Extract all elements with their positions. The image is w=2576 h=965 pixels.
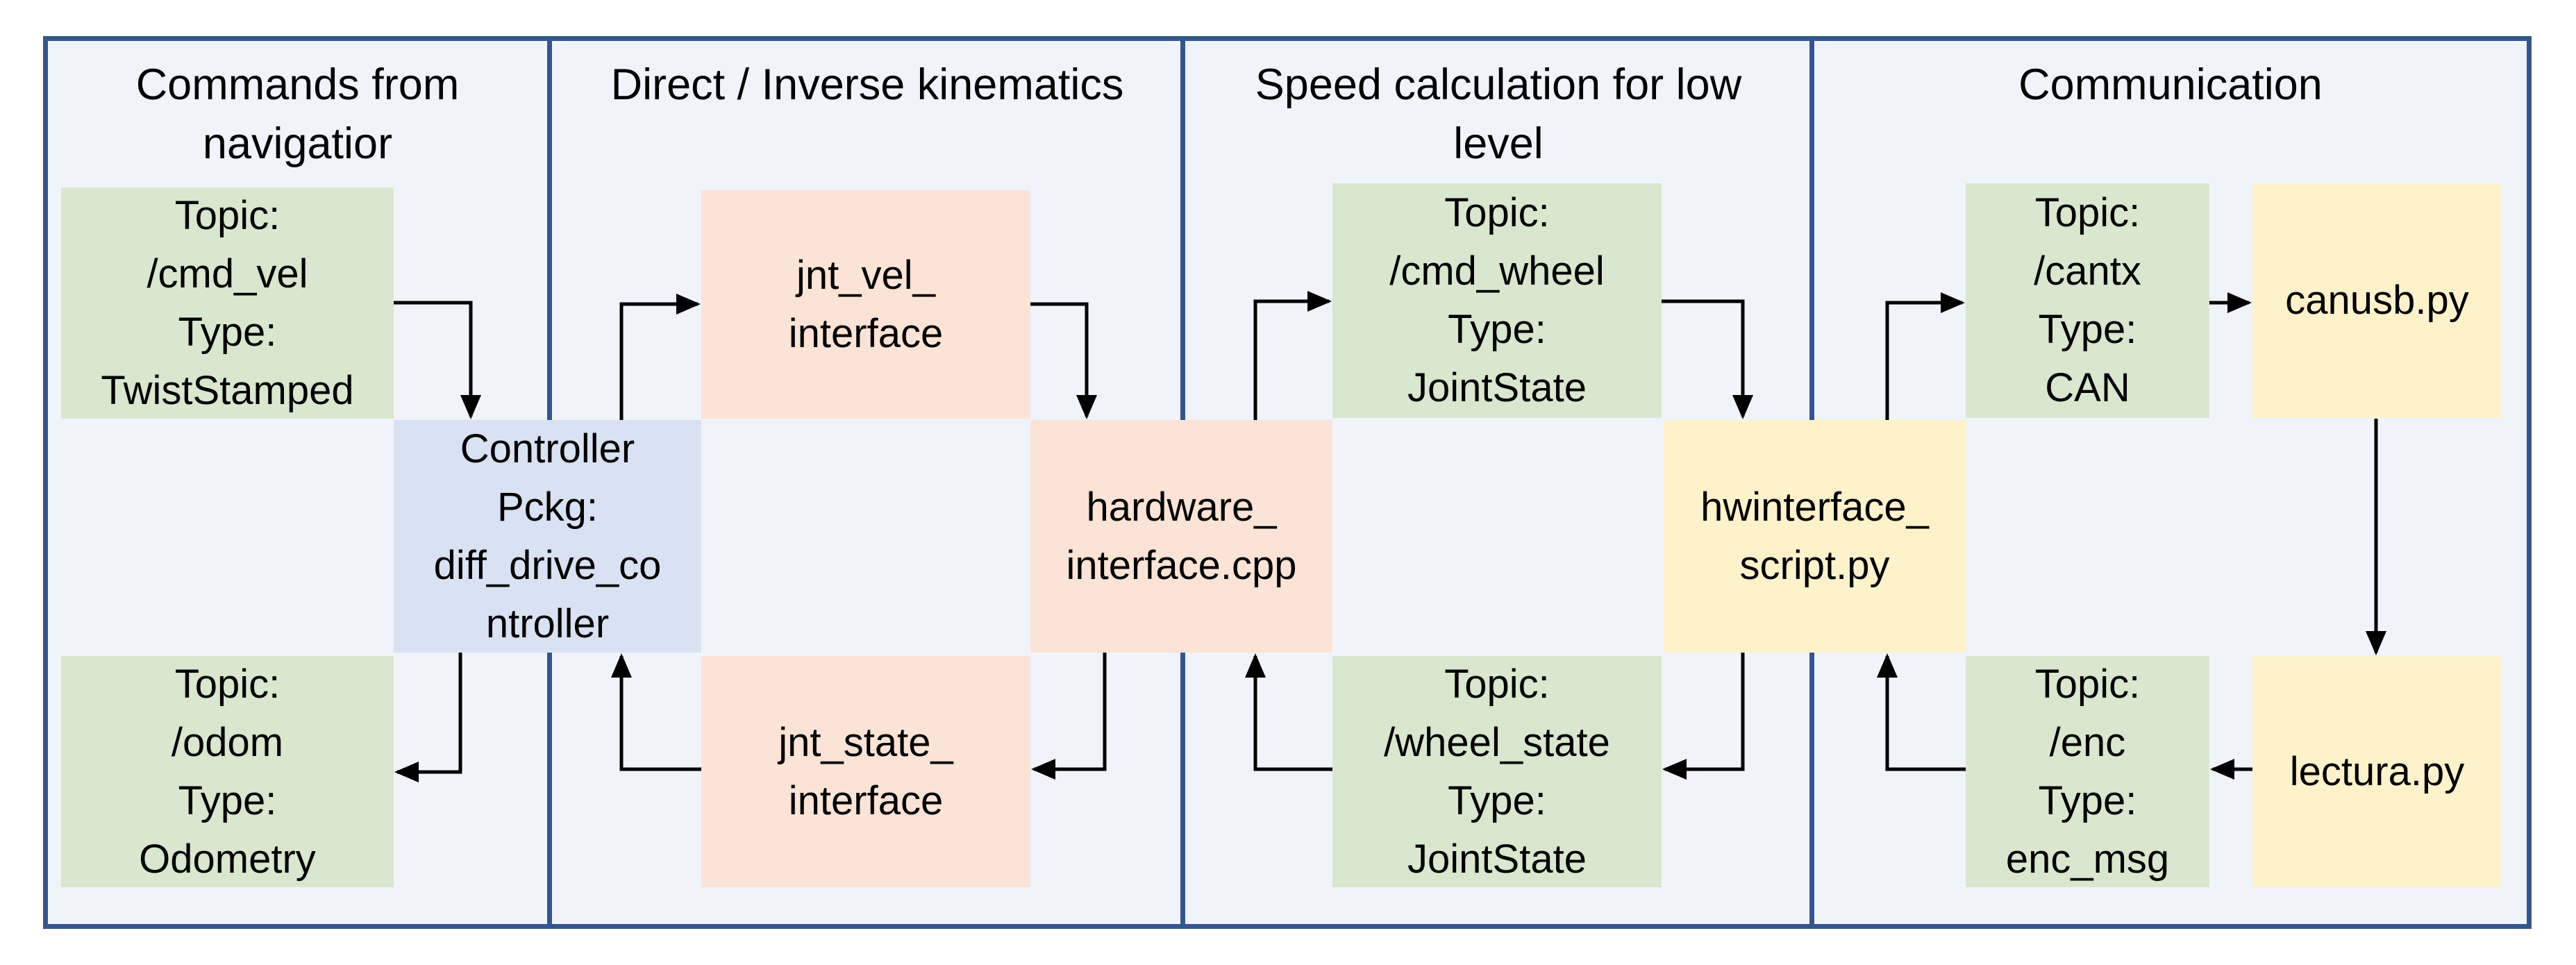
panel-title-speed-calculation: Speed calculation for low level bbox=[1255, 60, 1742, 168]
panel-title-direct-inverse-kinematics: Direct / Inverse kinematics bbox=[610, 60, 1124, 109]
node-canusb: canusb.py bbox=[2252, 183, 2502, 418]
topic-enc: Topic: /enc Type: enc_msg bbox=[1966, 656, 2209, 887]
topic-cmd-wheel: Topic: /cmd_wheel Type: JointState bbox=[1332, 183, 1662, 418]
panel-title-commands-from-navigation: Commands from navigatior bbox=[135, 60, 460, 168]
topic-odom: Topic: /odom Type: Odometry bbox=[61, 656, 394, 887]
node-jnt-vel-interface: jnt_vel_ interface bbox=[701, 190, 1030, 419]
node-lectura: lectura.py bbox=[2252, 656, 2502, 887]
topic-cmd-vel: Topic: /cmd_vel Type: TwistStamped bbox=[61, 187, 394, 419]
node-hwinterface-script: hwinterface_ script.py bbox=[1663, 420, 1966, 653]
topic-cantx: Topic: /cantx Type: CAN bbox=[1966, 183, 2209, 418]
node-hardware-interface: hardware_ interface.cpp bbox=[1030, 420, 1332, 653]
topic-wheel-state: Topic: /wheel_state Type: JointState bbox=[1332, 656, 1662, 887]
node-controller: Controller Pckg: diff_drive_co ntroller bbox=[394, 420, 701, 653]
node-jnt-state-interface: jnt_state_ interface bbox=[701, 656, 1030, 887]
panel-title-communication: Communication bbox=[2018, 60, 2323, 109]
